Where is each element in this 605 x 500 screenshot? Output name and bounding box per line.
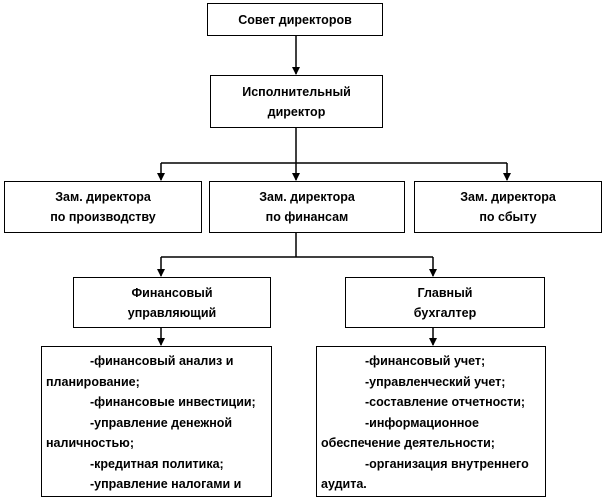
finance-task: -кредитная политика; [90,456,224,471]
finance-task: -финансовый анализ и [90,354,234,368]
accounting-task: -управленческий учет; [365,374,506,389]
deputy-production-line2: по производству [50,210,156,224]
accounting-task: -финансовый учет; [365,354,486,368]
finance-task: -финансовые инвестиции; [90,395,256,409]
ceo-line2: директор [267,104,326,119]
accounting-task: аудита. [321,477,367,491]
finance-manager-box: Финансовый управляющий [73,277,271,328]
finance-task: планирование; [46,374,140,389]
ceo-line1: Исполнительный [242,84,351,99]
board-of-directors-box: Совет директоров [207,3,383,36]
deputy-production-line1: Зам. директора [55,190,151,204]
deputy-sales-line2: по сбыту [479,210,537,224]
deputy-sales-line1: Зам. директора [460,190,556,204]
board-title: Совет директоров [238,12,352,27]
finance-task: -управление денежной [90,415,233,430]
finance-task: наличностью; [46,436,135,450]
accounting-task: -информационное [365,415,480,430]
deputy-production-box: Зам. директора по производству [4,181,202,233]
finance-manager-line2: управляющий [127,305,217,320]
deputy-finance-line2: по финансам [265,210,349,224]
chief-accountant-line1: Главный [417,285,473,300]
accounting-task: -составление отчетности; [365,395,526,409]
accounting-task: обеспечение деятельности; [321,436,495,450]
deputy-sales-box: Зам. директора по сбыту [414,181,602,233]
accounting-tasks-box: -финансовый учет; -управленческий учет; … [316,346,546,497]
finance-task: -управление налогами и [90,477,242,491]
finance-tasks-box: -финансовый анализ и планирование; -фина… [41,346,272,497]
deputy-finance-line1: Зам. директора [259,190,355,204]
chief-accountant-box: Главный бухгалтер [345,277,545,328]
ceo-box: Исполнительный директор [210,75,383,128]
finance-manager-line1: Финансовый [131,285,213,300]
accounting-task: -организация внутреннего [365,456,529,471]
chief-accountant-line2: бухгалтер [413,305,477,320]
deputy-finance-box: Зам. директора по финансам [209,181,405,233]
